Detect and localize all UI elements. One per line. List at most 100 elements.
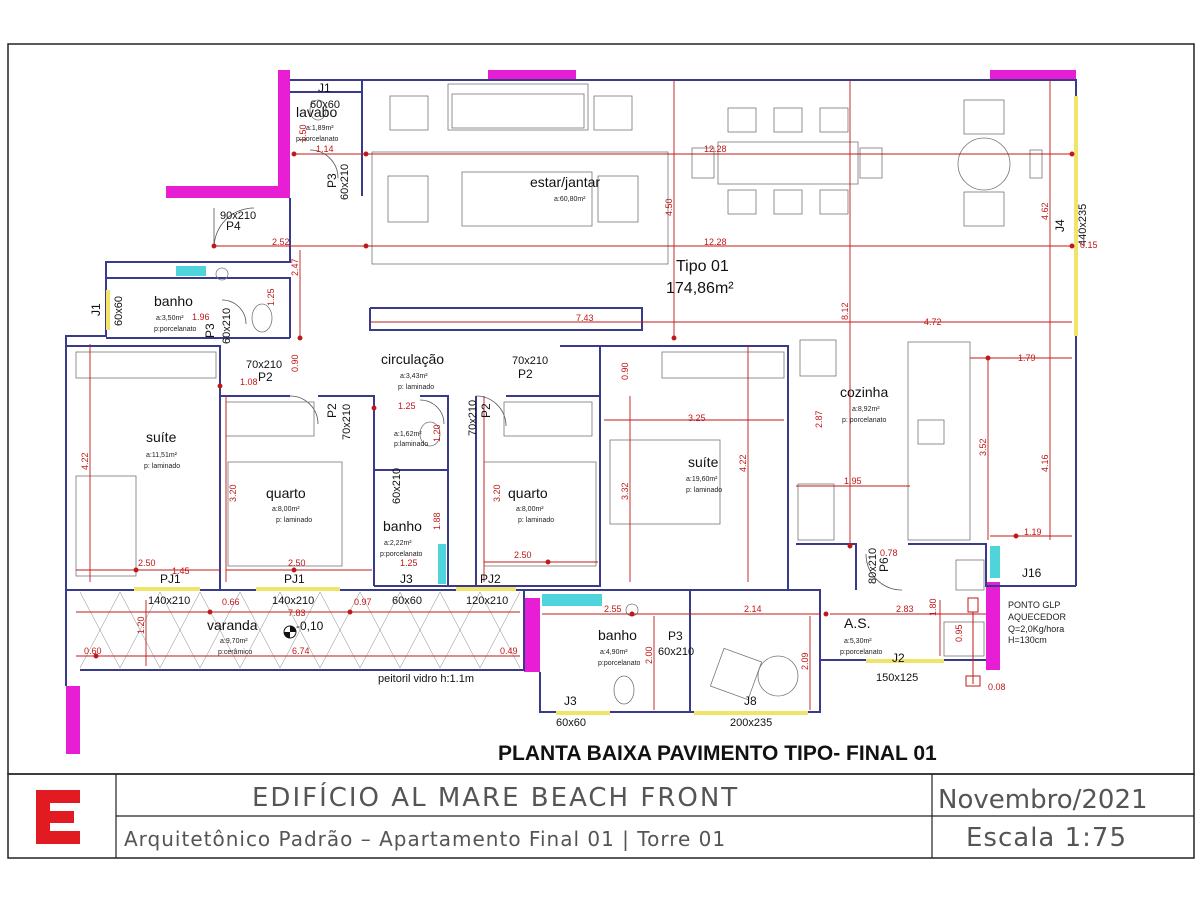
wall-block — [278, 70, 290, 198]
railing-note: peitoril vidro h:1.1m — [378, 673, 474, 685]
room-name: banho — [154, 293, 193, 309]
room-name: cozinha — [840, 384, 888, 400]
drawing-date: Novembro/2021 — [938, 785, 1148, 815]
armchair — [387, 175, 429, 223]
dimension: 0.15 — [1080, 240, 1098, 250]
kitchen-counter — [907, 341, 971, 541]
tile-strip — [990, 546, 1000, 578]
room-floor: p:cerâmico — [218, 649, 252, 656]
washbasin — [215, 267, 229, 281]
room-name: suíte — [146, 429, 177, 445]
dimension: 2.50 — [138, 558, 156, 568]
opening-size: 60x210 — [221, 308, 233, 344]
dimension: 1.50 — [298, 124, 308, 142]
dimension: 2.09 — [800, 652, 810, 670]
opening-code: J2 — [892, 651, 905, 665]
room-floor: p: laminado — [518, 517, 554, 524]
opening-size: 70x210 — [246, 359, 282, 371]
coffee-table — [461, 171, 593, 227]
room-floor: p: laminado — [276, 517, 312, 524]
opening-size: 60x60 — [556, 717, 586, 729]
opening-code: P3 — [203, 323, 217, 338]
room-area: a:8,92m² — [852, 406, 880, 413]
interior-wall — [369, 307, 643, 331]
opening-code: PJ2 — [480, 572, 501, 586]
dimension: 4.22 — [738, 454, 748, 472]
dimension: 4.72 — [924, 317, 942, 327]
dimension: 1.95 — [844, 476, 862, 486]
opening-code: J3 — [400, 572, 413, 586]
opening-size: 150x125 — [876, 672, 918, 684]
wardrobe — [503, 401, 593, 437]
opening-code: P2 — [479, 403, 493, 418]
room-name: quarto — [508, 485, 548, 501]
opening-code: P4 — [226, 219, 241, 233]
interior-wall — [908, 543, 1076, 587]
room-floor: p: porcelanato — [842, 417, 886, 424]
dimension: 8.12 — [840, 302, 850, 320]
interior-wall — [106, 277, 291, 338]
room-area: a:3,50m² — [156, 315, 184, 322]
room-area: a:11,51m² — [146, 452, 178, 459]
dimension: 12.28 — [704, 144, 727, 154]
dimension: 1.80 — [928, 598, 938, 616]
room-area: a:19,60m² — [686, 476, 718, 483]
furniture — [75, 83, 1043, 705]
lounge-chair — [757, 655, 799, 697]
opening-size: 60x60 — [392, 595, 422, 607]
level-marker-icon — [283, 625, 297, 639]
room-area: a:5,30m² — [844, 638, 872, 645]
armchair — [597, 175, 639, 223]
opening-size: 60x60 — [310, 99, 340, 111]
wall-block — [488, 70, 576, 80]
room-name: suíte — [688, 454, 719, 470]
closet-area: a:1,62m² — [394, 431, 422, 438]
dimension: 1.20 — [432, 424, 442, 442]
room-area: a:9,70m² — [220, 638, 248, 645]
wall-block — [166, 186, 290, 198]
dimension: 1.19 — [1024, 527, 1042, 537]
unit-name: Tipo 01 — [676, 258, 729, 275]
toilet — [613, 675, 635, 705]
room-floor: p: laminado — [686, 487, 722, 494]
opening-code: J4 — [1053, 219, 1067, 232]
wall-block — [990, 70, 1076, 80]
wall-block — [66, 686, 80, 754]
drawing-description: Arquitetônico Padrão – Apartamento Final… — [124, 827, 726, 851]
dimension: 1.88 — [432, 512, 442, 530]
room-floor: p:porcelanato — [154, 326, 197, 333]
door-swings — [213, 149, 903, 591]
dimension: 1.14 — [316, 144, 334, 154]
dimension: 4.16 — [1040, 454, 1050, 472]
gas-note: Q=2,0Kg/hora — [1008, 624, 1064, 634]
interior-wall — [560, 345, 789, 590]
opening-size: 200x235 — [730, 717, 772, 729]
room-name: estar/jantar — [530, 174, 600, 190]
sofa-back — [451, 93, 585, 129]
drawing-scale: Escala 1:75 — [966, 823, 1127, 853]
room-labels: lavabo a:1,89m² p:porcelanato estar/jant… — [144, 104, 888, 667]
company-logo — [36, 790, 80, 844]
opening-code: PJ1 — [160, 572, 181, 586]
tile-strip — [438, 544, 446, 584]
toilet — [419, 421, 441, 447]
opening-code: J1 — [318, 81, 331, 95]
room-floor: p:porcelanato — [598, 660, 641, 667]
dimension: 1.25 — [266, 288, 276, 306]
room-area: a:8,00m² — [272, 506, 300, 513]
dimension: 2.50 — [514, 550, 532, 560]
opening-size: 60x210 — [339, 164, 351, 200]
opening-size: 60x210 — [658, 646, 694, 658]
dimension-lines — [76, 80, 1075, 710]
room-area: a:2,22m² — [384, 540, 412, 547]
sofa — [447, 83, 589, 131]
dimension: 0.66 — [222, 597, 240, 607]
dimension: 3.20 — [228, 484, 238, 502]
dimension: 0.49 — [500, 646, 518, 656]
room-area: a:60,80m² — [554, 196, 586, 203]
dimension: 2.00 — [644, 646, 654, 664]
dimension: 1.25 — [400, 558, 418, 568]
varanda-tile-pattern — [79, 591, 521, 669]
dimension: 1.96 — [192, 312, 210, 322]
room-floor: p:porcelanato — [380, 551, 423, 558]
